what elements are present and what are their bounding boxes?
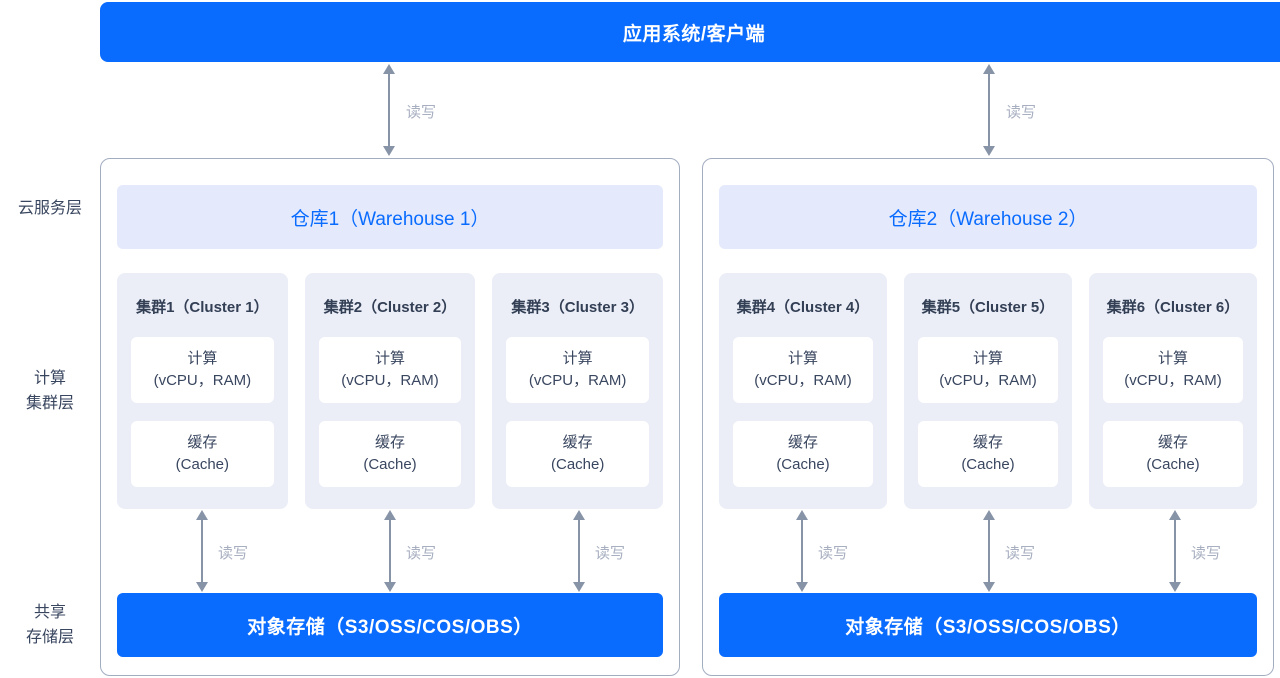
object-storage-bar-2: 对象存储（S3/OSS/COS/OBS） <box>719 593 1257 657</box>
compute-box: 计算 (vCPU，RAM) <box>506 337 650 403</box>
object-storage-bar-1: 对象存储（S3/OSS/COS/OBS） <box>117 593 663 657</box>
warehouse-2-title: 仓库2（Warehouse 2） <box>719 185 1257 249</box>
cluster-4-card: 集群4（Cluster 4） 计算 (vCPU，RAM) 缓存 (Cache) <box>719 273 887 509</box>
cluster-title: 集群3（Cluster 3） <box>511 299 644 316</box>
cluster-5-card: 集群5（Cluster 5） 计算 (vCPU，RAM) 缓存 (Cache) <box>904 273 1072 509</box>
read-write-label: 读写 <box>1006 104 1037 121</box>
read-write-label: 读写 <box>1005 545 1036 562</box>
cluster-3-card: 集群3（Cluster 3） 计算 (vCPU，RAM) 缓存 (Cache) <box>492 273 664 509</box>
layer-label-cloud-service: 云服务层 <box>17 200 82 217</box>
cache-box: 缓存 (Cache) <box>918 421 1058 487</box>
warehouse-1-container: 仓库1（Warehouse 1） 集群1（Cluster 1） 计算 (vCPU… <box>100 158 680 676</box>
cluster-1-card: 集群1（Cluster 1） 计算 (vCPU，RAM) 缓存 (Cache) <box>117 273 288 509</box>
cluster-title: 集群2（Cluster 2） <box>323 299 457 316</box>
cluster-title: 集群5（Cluster 5） <box>921 299 1055 316</box>
read-write-label: 读写 <box>595 545 626 562</box>
cache-box: 缓存 (Cache) <box>131 421 274 487</box>
read-write-arrow <box>388 73 390 147</box>
read-write-arrow <box>988 73 990 147</box>
cluster-title: 集群4（Cluster 4） <box>736 299 870 316</box>
layer-label-shared-storage: 共享 存储层 <box>25 604 74 646</box>
read-write-arrow <box>389 519 391 583</box>
compute-box: 计算 (vCPU，RAM) <box>318 337 462 403</box>
cache-box: 缓存 (Cache) <box>506 421 650 487</box>
read-write-label: 读写 <box>218 545 249 562</box>
app-client-bar: 应用系统/客户端 <box>100 2 1280 62</box>
warehouse-1-cluster-row: 集群1（Cluster 1） 计算 (vCPU，RAM) 缓存 (Cache) … <box>117 273 664 509</box>
read-write-label: 读写 <box>406 104 437 121</box>
read-write-label: 读写 <box>1191 545 1222 562</box>
read-write-arrow <box>201 519 203 583</box>
cluster-6-card: 集群6（Cluster 6） 计算 (vCPU，RAM) 缓存 (Cache) <box>1089 273 1257 509</box>
compute-box: 计算 (vCPU，RAM) <box>733 337 873 403</box>
cache-box: 缓存 (Cache) <box>318 421 462 487</box>
read-write-label: 读写 <box>818 545 849 562</box>
cluster-title: 集群6（Cluster 6） <box>1106 299 1240 316</box>
cache-box: 缓存 (Cache) <box>733 421 873 487</box>
compute-box: 计算 (vCPU，RAM) <box>1103 337 1243 403</box>
read-write-label: 读写 <box>406 545 437 562</box>
cluster-2-card: 集群2（Cluster 2） 计算 (vCPU，RAM) 缓存 (Cache) <box>304 273 476 509</box>
read-write-arrow <box>801 519 803 583</box>
cluster-title: 集群1（Cluster 1） <box>136 299 269 316</box>
warehouse-1-title: 仓库1（Warehouse 1） <box>117 185 663 249</box>
read-write-arrow <box>988 519 990 583</box>
read-write-arrow <box>578 519 580 583</box>
compute-box: 计算 (vCPU，RAM) <box>918 337 1058 403</box>
warehouse-2-cluster-row: 集群4（Cluster 4） 计算 (vCPU，RAM) 缓存 (Cache) … <box>719 273 1257 509</box>
layer-label-compute-cluster: 计算 集群层 <box>25 370 74 412</box>
compute-box: 计算 (vCPU，RAM) <box>131 337 274 403</box>
warehouse-2-container: 仓库2（Warehouse 2） 集群4（Cluster 4） 计算 (vCPU… <box>702 158 1274 676</box>
read-write-arrow <box>1174 519 1176 583</box>
cache-box: 缓存 (Cache) <box>1103 421 1243 487</box>
app-client-label: 应用系统/客户端 <box>622 23 766 45</box>
